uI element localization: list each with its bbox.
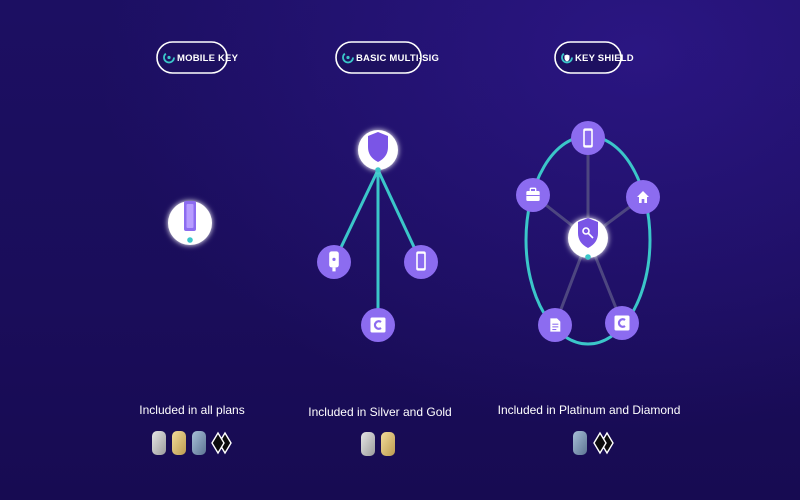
coinbase-icon [369, 316, 387, 334]
silver-plan-icon [361, 432, 375, 456]
mobile-key-title: MOBILE KEY [177, 53, 239, 64]
panel-key-shield: KEY SHIELD [498, 41, 681, 455]
platinum-plan-icon [192, 431, 206, 455]
partial-ring-icon [163, 51, 175, 64]
multi-sig-connectors [332, 169, 423, 325]
multi-sig-title-pill: BASIC MULTI-SIG [335, 41, 439, 74]
phone-icon [416, 251, 426, 271]
multi-sig-caption: Included in Silver and Gold [308, 405, 451, 419]
diamond-plan-icon [593, 431, 614, 455]
document-icon [550, 318, 561, 332]
key-shield-node-briefcase [516, 178, 550, 212]
mobile-key-center-node [168, 201, 212, 245]
coinbase-icon [613, 314, 631, 332]
multi-sig-child-phone [404, 245, 438, 279]
multi-sig-child-hardware-key [317, 245, 351, 279]
key-shield-node-phone [571, 121, 605, 155]
key-shield-plan-icons [573, 431, 614, 455]
diamond-plan-icon [211, 431, 232, 455]
status-dot [585, 254, 591, 260]
multi-sig-center-node [358, 130, 398, 173]
key-shield-center-node [568, 218, 608, 260]
panel-basic-multi-sig: BASIC MULTI-SIG Included in Silver an [308, 41, 452, 456]
multi-sig-child-coinbase [361, 308, 395, 342]
phone-icon [184, 201, 196, 231]
mobile-key-caption: Included in all plans [139, 403, 244, 417]
platinum-plan-icon [573, 431, 587, 455]
phone-icon [583, 128, 593, 148]
shield-ring-icon [561, 51, 573, 64]
key-shield-title: KEY SHIELD [575, 53, 634, 64]
partial-ring-icon [342, 51, 354, 64]
key-shield-title-pill: KEY SHIELD [554, 41, 634, 74]
gold-plan-icon [381, 432, 395, 456]
multi-sig-plan-icons [361, 432, 395, 456]
mobile-key-plan-icons [152, 431, 232, 455]
mobile-key-title-pill: MOBILE KEY [156, 41, 239, 74]
status-dot [187, 237, 193, 243]
panel-mobile-key: MOBILE KEY Included in all plans [139, 41, 245, 455]
shield-key-icon [578, 218, 598, 248]
key-shield-node-coinbase [605, 306, 639, 340]
multi-sig-title: BASIC MULTI-SIG [356, 53, 439, 64]
key-shield-caption: Included in Platinum and Diamond [498, 403, 681, 417]
shield-icon [368, 132, 388, 162]
status-dot [375, 167, 381, 173]
key-shield-node-document [538, 308, 572, 342]
gold-plan-icon [172, 431, 186, 455]
key-shield-node-house [626, 180, 660, 214]
silver-plan-icon [152, 431, 166, 455]
